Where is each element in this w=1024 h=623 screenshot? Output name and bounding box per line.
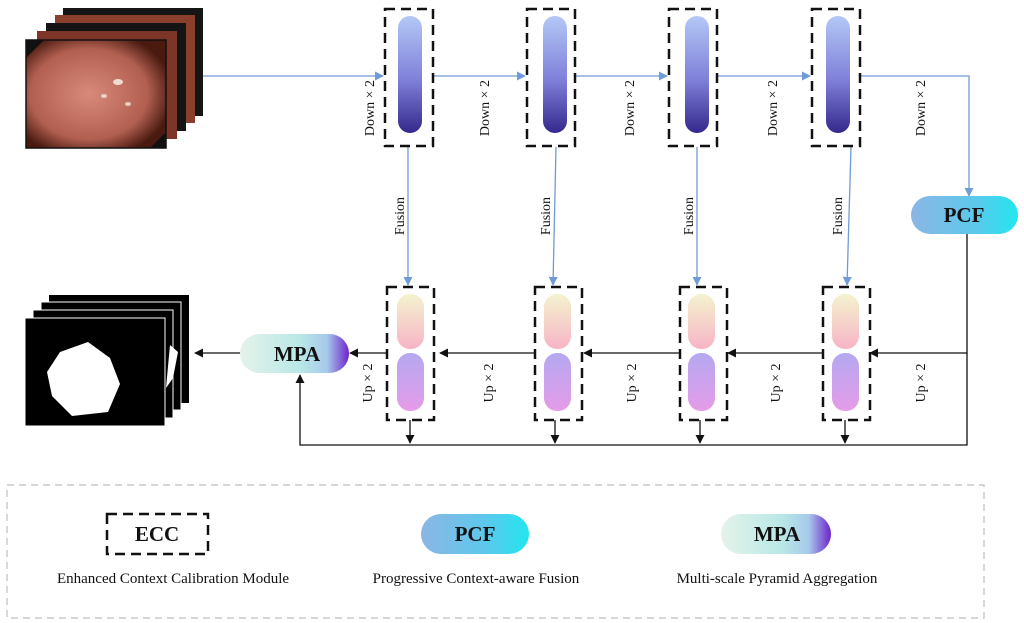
- pcf-block: PCF: [911, 196, 1018, 234]
- down-label: Down × 2: [478, 80, 493, 136]
- encoder-ecc-block: [525, 7, 577, 148]
- encoder-ecc-block: [810, 7, 862, 148]
- legend-pcf-symbol-label: PCF: [455, 522, 496, 546]
- legend-mpa-text: Multi-scale Pyramid Aggregation: [677, 571, 878, 587]
- legend-mpa-symbol-label: MPA: [754, 522, 801, 546]
- fusion-label: Fusion: [539, 197, 554, 235]
- output-mask-stack: [24, 295, 189, 427]
- legend-ecc-text: Enhanced Context Calibration Module: [57, 571, 289, 587]
- legend-pcf-text: Progressive Context-aware Fusion: [373, 571, 580, 587]
- decoder-ecc-block: [678, 285, 729, 422]
- legend-pcf: PCF Progressive Context-aware Fusion: [373, 514, 580, 587]
- legend-ecc: ECC Enhanced Context Calibration Module: [57, 512, 289, 587]
- mpa-label: MPA: [274, 342, 321, 366]
- up-label: Up × 2: [769, 363, 784, 402]
- down-label: Down × 2: [623, 80, 638, 136]
- input-image-stack: [25, 8, 203, 149]
- up-label: Up × 2: [482, 363, 497, 402]
- up-label: Up × 2: [625, 363, 640, 402]
- fusion-label: Fusion: [682, 197, 697, 235]
- legend: ECC Enhanced Context Calibration Module …: [6, 484, 985, 619]
- encoder-ecc-block: [667, 7, 719, 148]
- down-label: Down × 2: [766, 80, 781, 136]
- up-label: Up × 2: [361, 363, 376, 402]
- decoder-arrows: [194, 234, 968, 446]
- legend-ecc-symbol-label: ECC: [135, 522, 179, 546]
- decoder-ecc-block: [385, 285, 436, 422]
- up-label: Up × 2: [914, 363, 929, 402]
- down-label: Down × 2: [363, 80, 378, 136]
- down-label: Down × 2: [914, 80, 929, 136]
- encoder-ecc-block: [383, 7, 435, 148]
- fusion-label: Fusion: [831, 197, 846, 235]
- encoder-arrows: [203, 71, 974, 286]
- decoder-ecc-block: [821, 285, 872, 422]
- fusion-label: Fusion: [393, 197, 408, 235]
- legend-mpa: MPA Multi-scale Pyramid Aggregation: [677, 514, 878, 587]
- decoder-ecc-block: [533, 285, 584, 422]
- pcf-label: PCF: [944, 203, 985, 227]
- mpa-block: MPA: [240, 334, 349, 373]
